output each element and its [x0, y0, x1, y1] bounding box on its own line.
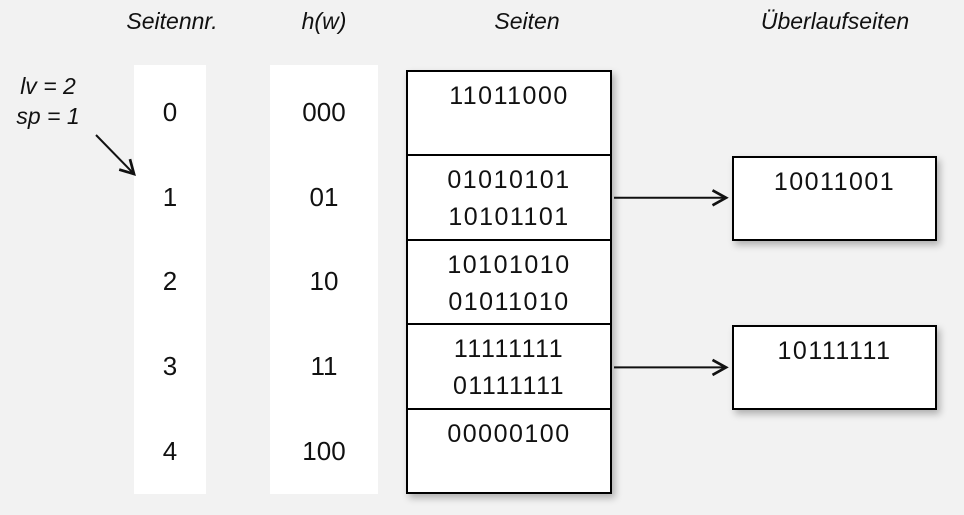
- page-entry: 01010101: [447, 166, 571, 195]
- page-entry: 10101010: [447, 250, 571, 279]
- hash-value: 000: [302, 96, 346, 127]
- page-entry: 00000100: [447, 419, 571, 448]
- hash-column-background: [270, 65, 378, 494]
- annotation-sp: sp = 1: [16, 103, 80, 129]
- seitennr-value: 1: [162, 181, 178, 212]
- page-entry: 01011010: [448, 287, 570, 316]
- page-bucket: 00000100: [408, 407, 610, 492]
- page-entry: 11111111: [453, 335, 565, 364]
- page-bucket: 10101010 01011010: [408, 238, 610, 323]
- page-bucket: 11111111 01111111: [408, 323, 610, 407]
- seitennr-value: 4: [162, 436, 178, 467]
- overflow-entry: 10111111: [777, 337, 892, 366]
- seitennr-value: 0: [162, 96, 178, 127]
- page-entry: 11011000: [449, 82, 569, 110]
- overflow-page: 10111111: [732, 325, 937, 411]
- page-entry: 10101101: [448, 203, 570, 232]
- page-entry: 01111111: [452, 372, 566, 401]
- header-seitennr: Seitennr.: [126, 8, 218, 34]
- hash-value: 100: [302, 436, 346, 467]
- page-bucket: 11011000: [408, 72, 610, 154]
- annotation-lv: lv = 2: [20, 73, 76, 99]
- hash-value: 11: [310, 351, 338, 382]
- page-bucket: 01010101 10101101: [408, 154, 610, 238]
- annotation-arrow: [95, 134, 136, 176]
- seiten-table: 11011000 01010101 10101101 10101010 01011010…: [406, 70, 612, 494]
- seitennr-value: 2: [162, 266, 178, 297]
- hash-value: 01: [309, 181, 339, 212]
- seitennr-value: 3: [162, 351, 178, 382]
- hash-value: 10: [309, 266, 339, 297]
- overflow-page: 10011001: [732, 155, 937, 241]
- header-ueberlaufseiten: Überlaufseiten: [760, 8, 910, 34]
- overflow-entry: 10011001: [773, 167, 896, 196]
- seitennr-column-background: [134, 65, 206, 494]
- header-hash-function: h(w): [301, 8, 347, 34]
- header-seiten: Seiten: [494, 8, 560, 34]
- annotation-lv-sp: lv = 2 sp = 1: [4, 71, 92, 131]
